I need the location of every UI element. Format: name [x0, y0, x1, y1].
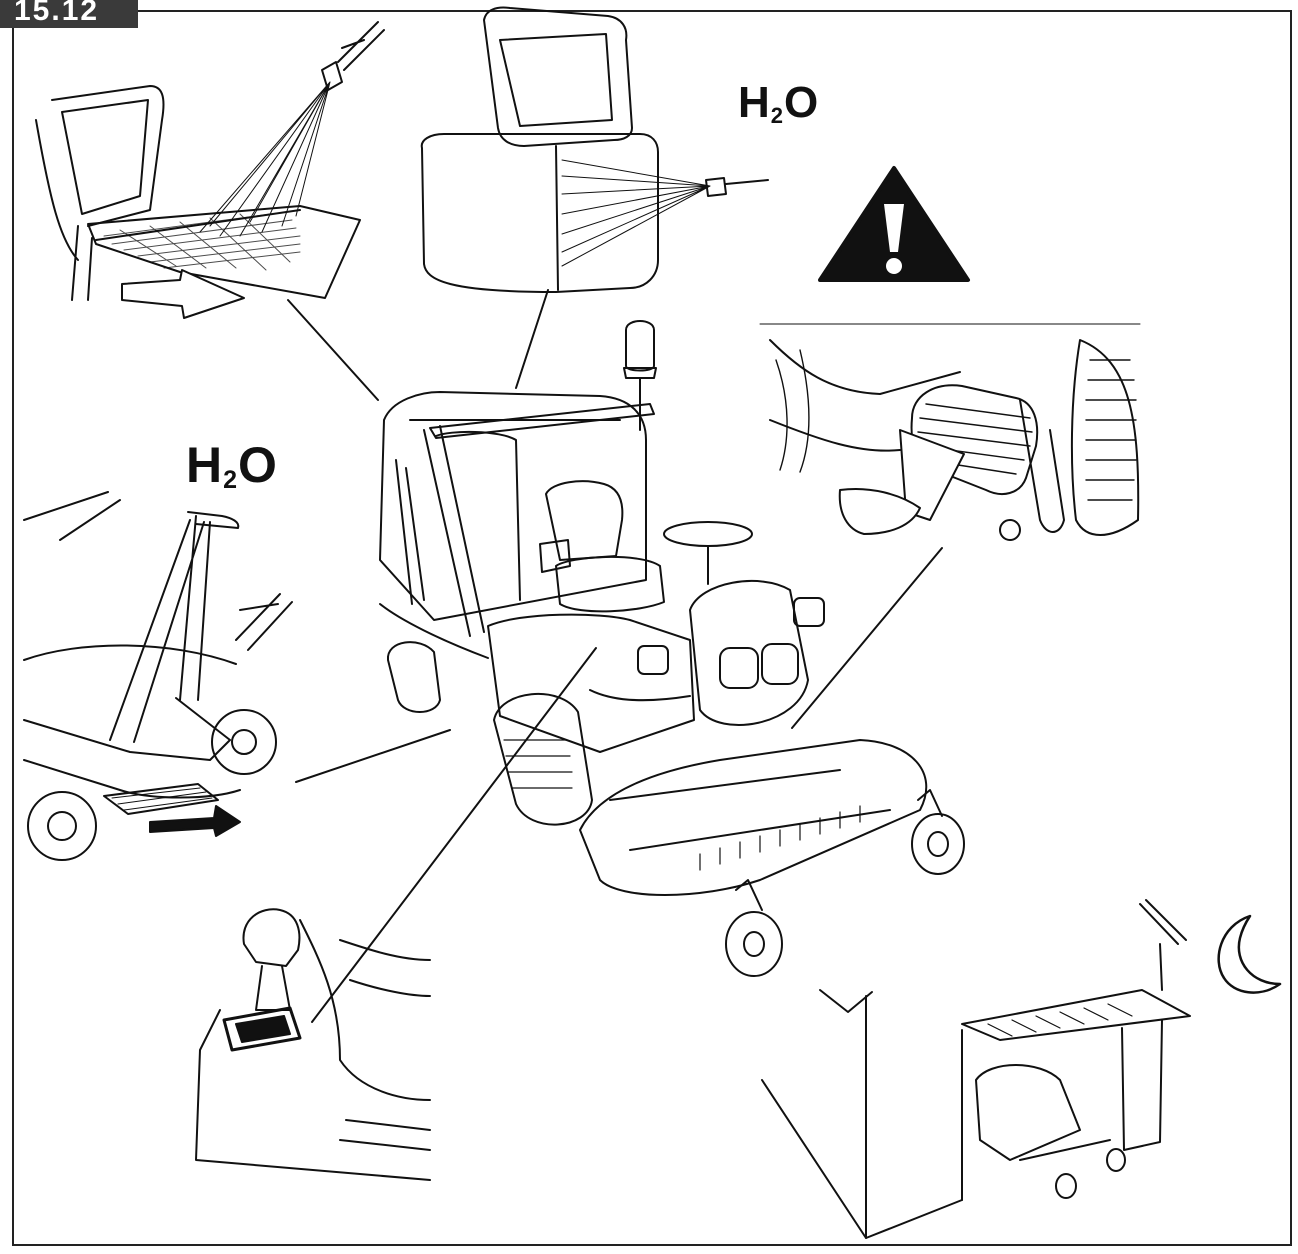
rain-icon: [819, 899, 1187, 1013]
figure-frame: [12, 10, 1292, 1246]
storage-panel: [761, 899, 1282, 1239]
underbody-cleaning-panel: [759, 323, 1141, 541]
leader-lines: [287, 289, 943, 1023]
water-label-h: H: [186, 437, 223, 493]
water-label-o: O: [784, 78, 819, 127]
water-spray-icon: [199, 81, 331, 237]
grille-cleaning-panel: [35, 21, 385, 319]
arrow-right-icon: [121, 269, 245, 319]
water-label-h: H: [738, 78, 770, 127]
emptying-collector-panel: [23, 491, 293, 861]
water-label-sub: 2: [223, 466, 238, 495]
water-label-o: O: [238, 437, 277, 493]
ride-on-mower: [379, 320, 965, 977]
grass-collector-panel: [420, 6, 769, 293]
warning-triangle-icon: [818, 166, 970, 282]
lever-panel: [195, 908, 431, 1181]
crescent-moon-icon: [1217, 914, 1282, 994]
figure-number: 15.12: [14, 0, 100, 27]
figure-number-badge: 15.12: [0, 0, 138, 28]
water-label-sub: 2: [770, 102, 784, 128]
arrow-right-icon: [149, 805, 241, 837]
